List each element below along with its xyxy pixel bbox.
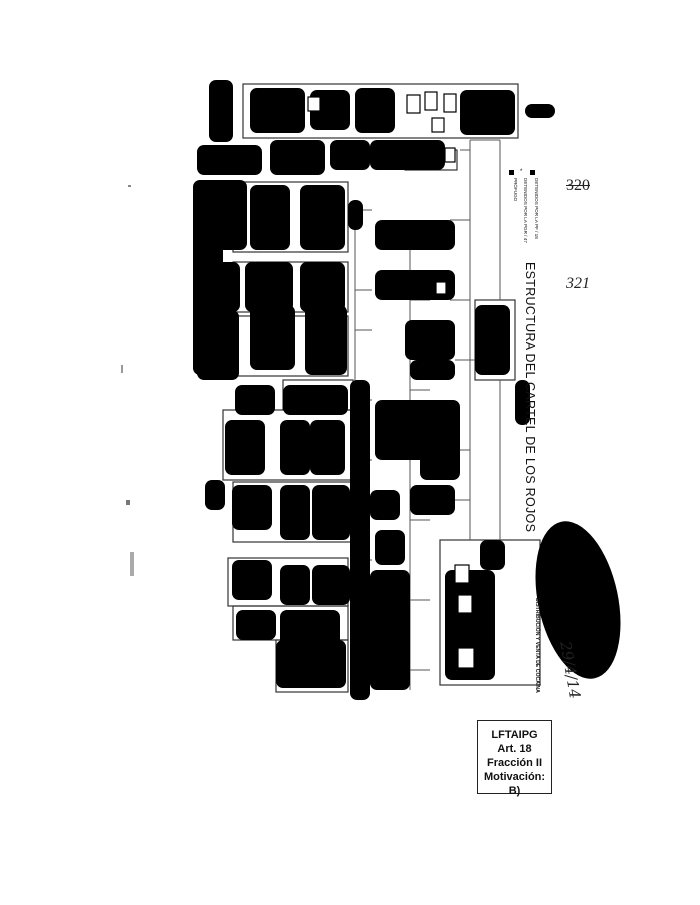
portrait-placeholder <box>431 117 445 133</box>
redaction-blob <box>370 490 400 520</box>
portrait-placeholder <box>435 281 447 295</box>
scan-speck <box>121 365 123 373</box>
stamp-line-4: Motivación: B) <box>483 771 546 797</box>
redaction-blob <box>525 104 555 118</box>
redaction-blob <box>195 262 240 312</box>
redaction-blob <box>280 565 310 605</box>
legend-swatch-detained-pgr: * <box>520 169 523 175</box>
chart-title: ESTRUCTURA DEL CARTEL DE LOS ROJOS <box>523 262 537 533</box>
portrait-placeholder <box>444 147 456 163</box>
redaction-blob <box>420 440 460 480</box>
redaction-blob <box>280 485 310 540</box>
redaction-blob <box>197 180 247 250</box>
redaction-blob <box>375 530 405 565</box>
redaction-blob <box>515 380 530 425</box>
redaction-blob <box>250 88 305 133</box>
redaction-blob <box>475 305 510 375</box>
scan-speck <box>128 185 131 187</box>
redaction-blob <box>280 420 310 475</box>
signature-redaction <box>535 521 621 679</box>
redaction-blob <box>480 540 505 570</box>
redaction-blob <box>236 610 276 640</box>
portrait-placeholder <box>406 94 421 114</box>
redaction-blob <box>355 88 395 133</box>
scan-speck <box>130 552 134 576</box>
portrait-placeholder <box>424 91 438 111</box>
redaction-blob <box>460 90 515 135</box>
redaction-blob <box>305 305 347 375</box>
portrait-placeholder <box>457 647 475 669</box>
legend-swatch-detained-pf <box>530 170 535 175</box>
redaction-blob <box>410 360 455 380</box>
redaction-blob <box>312 485 350 540</box>
portrait-placeholder <box>307 96 321 112</box>
redaction-blob <box>232 560 272 600</box>
stamp-line-1: LFTAIPG <box>491 729 538 741</box>
legend-label-fugitive: PRÓFUGO <box>513 178 518 202</box>
portrait-placeholder <box>443 93 457 113</box>
page-number: 321 <box>566 275 590 292</box>
redaction-blob <box>197 145 262 175</box>
redaction-stamp: LFTAIPG Art. 18 Fracción II Motivación: … <box>477 720 552 797</box>
redaction-blob <box>350 380 370 700</box>
distribution-box-label: DISTRIBUCIÓN Y VENTA DE COCAÍNA <box>534 598 540 693</box>
redaction-blob <box>205 480 225 510</box>
redaction-blob <box>348 200 363 230</box>
redaction-blob <box>370 140 445 170</box>
redaction-blob <box>330 140 370 170</box>
legend-swatch-fugitive <box>509 170 514 175</box>
stamp-line-3: Fracción II <box>486 757 543 769</box>
redaction-blob <box>232 485 272 530</box>
struck-page-number: 320 <box>566 177 590 194</box>
legend-label-detained-pf: DETENIDOS POR LA PF / 18 <box>534 178 539 239</box>
redaction-blob <box>283 385 348 415</box>
redaction-blob <box>225 420 265 475</box>
org-frame <box>242 83 519 139</box>
legend-label-detained-pgr: DETENIDOS POR LA PGR / 47 <box>523 178 528 243</box>
redaction-blob <box>250 305 295 370</box>
redaction-blob <box>410 485 455 515</box>
redaction-blob <box>300 262 345 312</box>
redaction-blob <box>270 140 325 175</box>
redaction-blob <box>312 565 350 605</box>
redaction-blob <box>276 640 346 688</box>
redaction-blob <box>245 262 293 312</box>
redaction-blob <box>300 185 345 250</box>
redaction-blob <box>209 80 233 142</box>
portrait-placeholder <box>454 564 470 584</box>
redaction-blob <box>310 420 345 475</box>
redaction-blob <box>250 185 290 250</box>
redaction-blob <box>197 310 239 380</box>
stamp-line-2: Art. 18 <box>497 743 532 755</box>
portrait-placeholder <box>457 594 473 614</box>
redaction-blob <box>370 570 410 690</box>
scan-speck <box>126 500 130 505</box>
redaction-blob <box>405 320 455 360</box>
redaction-blob <box>375 270 455 300</box>
redaction-blob <box>235 385 275 415</box>
redaction-blob <box>375 220 455 250</box>
